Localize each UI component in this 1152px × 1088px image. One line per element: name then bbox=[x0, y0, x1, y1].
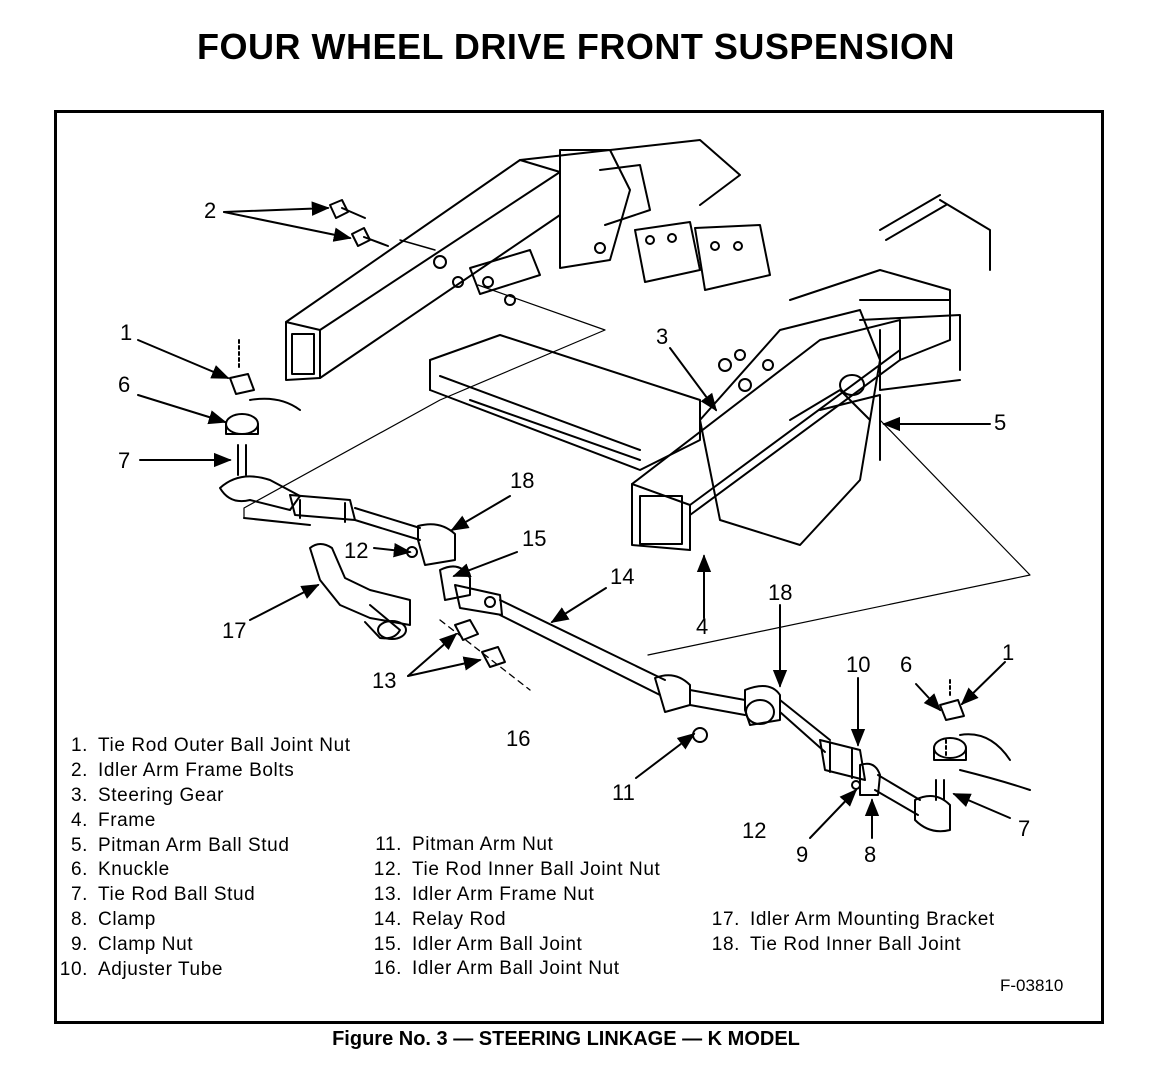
callout-9: 9 bbox=[796, 842, 809, 867]
callout-1-right: 1 bbox=[1002, 640, 1015, 665]
legend-item: 12.Tie Rod Inner Ball Joint Nut bbox=[373, 858, 661, 880]
callout-16: 16 bbox=[506, 726, 531, 751]
relay-rod bbox=[454, 584, 708, 743]
callout-13: 13 bbox=[372, 668, 397, 693]
legend-item: 1.Tie Rod Outer Ball Joint Nut bbox=[70, 735, 351, 756]
leader-arrows bbox=[137, 201, 1011, 839]
legend-item: 8.Clamp bbox=[70, 909, 156, 931]
callout-8: 8 bbox=[864, 842, 877, 867]
callout-15: 15 bbox=[522, 526, 547, 551]
callout-6-left: 6 bbox=[118, 372, 131, 397]
right-knuckle bbox=[933, 679, 1031, 791]
callout-3: 3 bbox=[656, 324, 669, 349]
legend-column-3: 17.Idler Arm Mounting Bracket 18.Tie Rod… bbox=[708, 908, 995, 958]
legend-column-2: 11.Pitman Arm Nut 12.Tie Rod Inner Ball … bbox=[370, 833, 660, 982]
frame-right-rail bbox=[631, 269, 961, 551]
callout-7-left: 7 bbox=[118, 448, 131, 473]
figure-code: F-03810 bbox=[1000, 976, 1064, 995]
left-tie-rod-end bbox=[219, 339, 301, 511]
legend-item: 4.Frame bbox=[70, 809, 156, 831]
callout-6-right: 6 bbox=[900, 652, 913, 677]
figure-border bbox=[54, 110, 1104, 1024]
legend-item: 17.Idler Arm Mounting Bracket bbox=[711, 909, 995, 930]
frame-crossmember bbox=[429, 334, 701, 471]
callout-18-right: 18 bbox=[768, 580, 793, 605]
legend-item: 18.Tie Rod Inner Ball Joint bbox=[711, 933, 962, 955]
callout-12-left: 12 bbox=[344, 538, 369, 563]
steering-gear bbox=[699, 194, 991, 546]
callout-18-left: 18 bbox=[510, 468, 535, 493]
idler-arm bbox=[309, 543, 471, 640]
legend-item: 13.Idler Arm Frame Nut bbox=[373, 883, 595, 905]
page-title: FOUR WHEEL DRIVE FRONT SUSPENSION bbox=[197, 26, 955, 67]
callout-11: 11 bbox=[612, 780, 635, 805]
legend-item: 16.Idler Arm Ball Joint Nut bbox=[373, 958, 620, 980]
legend-column-1: 1.Tie Rod Outer Ball Joint Nut 2.Idler A… bbox=[56, 734, 351, 983]
frame-brackets bbox=[519, 139, 771, 291]
callout-14: 14 bbox=[610, 564, 635, 589]
callout-17: 17 bbox=[222, 618, 247, 643]
legend-item: 11.Pitman Arm Nut bbox=[375, 834, 554, 855]
right-tie-rod bbox=[689, 685, 951, 833]
legend-item: 7.Tie Rod Ball Stud bbox=[70, 884, 256, 906]
callout-12-right: 12 bbox=[742, 818, 767, 843]
legend-item: 9.Clamp Nut bbox=[70, 934, 194, 956]
legend-item: 10.Adjuster Tube bbox=[59, 959, 224, 981]
callout-5: 5 bbox=[994, 410, 1007, 435]
frame-left-rail bbox=[285, 159, 561, 381]
callout-1-left: 1 bbox=[120, 320, 133, 345]
left-tie-rod bbox=[289, 494, 456, 566]
idler-arm-frame-nuts bbox=[439, 619, 531, 691]
figure-caption: Figure No. 3 — STEERING LINKAGE — K MODE… bbox=[332, 1028, 800, 1050]
idler-arm-frame-bolts bbox=[329, 199, 389, 247]
callout-2: 2 bbox=[204, 198, 217, 223]
legend-item: 15.Idler Arm Ball Joint bbox=[373, 933, 583, 955]
legend-item: 14.Relay Rod bbox=[373, 908, 507, 930]
callout-10: 10 bbox=[846, 652, 871, 677]
legend-item: 3.Steering Gear bbox=[70, 784, 225, 806]
callout-7-right: 7 bbox=[1018, 816, 1031, 841]
callout-4: 4 bbox=[696, 614, 709, 639]
legend-item: 5.Pitman Arm Ball Stud bbox=[70, 834, 290, 856]
legend-item: 2.Idler Arm Frame Bolts bbox=[70, 759, 295, 781]
legend-item: 6.Knuckle bbox=[70, 859, 170, 881]
